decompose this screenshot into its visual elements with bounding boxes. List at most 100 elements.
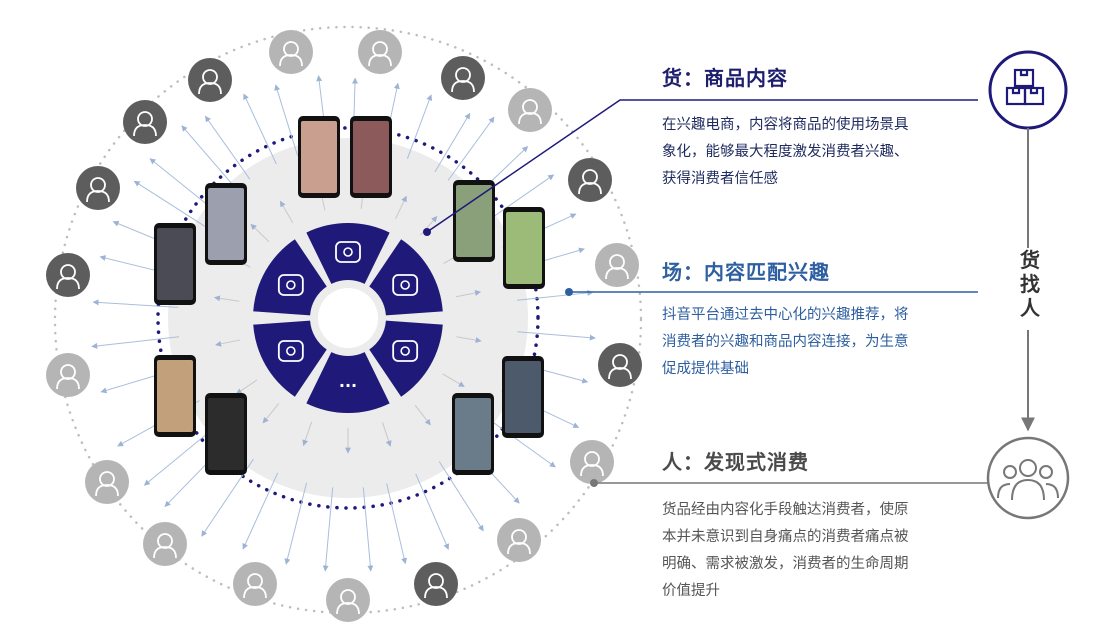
consumer-avatar-icon bbox=[123, 100, 167, 144]
connector-lines bbox=[423, 99, 990, 487]
consumer-avatar-icon bbox=[497, 518, 541, 562]
inner-arrow bbox=[279, 200, 294, 224]
right-flow bbox=[986, 50, 1070, 520]
recommendation-arrow bbox=[91, 336, 180, 349]
goods-description: 在兴趣电商，内容将商品的使用场景具 象化，能够最大程度激发消费者兴趣、 获得消费… bbox=[662, 112, 972, 193]
content-phone bbox=[205, 183, 247, 265]
people-title: 人：发现式消费 bbox=[662, 450, 809, 474]
category-segment-more bbox=[306, 352, 390, 414]
category-wheel bbox=[253, 223, 443, 414]
people-line: 价值提升 bbox=[662, 583, 720, 599]
inner-arrow bbox=[213, 295, 240, 302]
consumer-avatar-icon bbox=[568, 158, 612, 202]
goods-find-people-label: 货 找 人 bbox=[1010, 248, 1050, 320]
inner-arrow bbox=[456, 336, 482, 344]
category-segment-game bbox=[369, 320, 443, 397]
consumer-avatar-icon bbox=[441, 56, 485, 100]
consumer-avatar-icon bbox=[358, 30, 402, 74]
consumer-avatar-icon bbox=[570, 440, 614, 484]
pet-icon bbox=[277, 340, 304, 362]
recommendation-arrow bbox=[485, 416, 556, 468]
gamepad-icon bbox=[392, 340, 419, 362]
inner-arrow bbox=[414, 404, 431, 426]
inner-arrow bbox=[302, 421, 313, 447]
category-segment-fashion bbox=[253, 239, 327, 316]
outer-dotted-ring bbox=[53, 25, 643, 615]
recommendation-arrow bbox=[362, 487, 374, 572]
field-line: 消费者的兴趣和商品内容连接，为生意 bbox=[662, 334, 909, 350]
recommendation-arrow bbox=[487, 174, 555, 222]
recommendation-arrow bbox=[92, 299, 179, 308]
product-boxes-icon bbox=[988, 50, 1068, 130]
more-label: ... bbox=[338, 372, 358, 391]
recommendation-arrow bbox=[284, 482, 308, 565]
recommendation-arrow bbox=[438, 461, 484, 532]
wheel-center bbox=[318, 288, 378, 348]
consumer-avatar-icon bbox=[143, 522, 187, 566]
consumer-avatar-icon bbox=[269, 30, 313, 74]
content-phones bbox=[154, 116, 545, 475]
recommendation-arrow bbox=[133, 180, 206, 227]
consumer-avatar-icon bbox=[188, 58, 232, 102]
consumer-avatar-icon bbox=[85, 460, 129, 504]
category-segment-food bbox=[369, 239, 443, 316]
recommendation-arrow bbox=[274, 84, 299, 156]
category-segment-beauty bbox=[306, 223, 390, 284]
recommendation-arrow bbox=[415, 473, 450, 550]
content-phone bbox=[154, 355, 196, 437]
inner-arrow bbox=[235, 379, 258, 395]
recommendation-arrow bbox=[406, 94, 433, 159]
recommendation-arrow bbox=[447, 116, 495, 181]
field-line: 抖音平台通过去中心化的兴趣推荐，将 bbox=[662, 307, 909, 323]
recommendation-arrow bbox=[242, 472, 279, 550]
content-phone bbox=[452, 393, 494, 475]
consumer-avatar-icon bbox=[508, 88, 552, 132]
inner-arrow bbox=[395, 195, 407, 220]
consumer-avatar-icon bbox=[598, 343, 642, 387]
recommendation-arrow bbox=[204, 115, 251, 180]
people-line: 本并未意识到自身痛点的消费者痛点被 bbox=[662, 529, 909, 545]
content-phone bbox=[502, 356, 544, 438]
vlabel-char: 找 bbox=[1020, 272, 1040, 296]
people-line: 明确、需求被激发，消费者的生命周期 bbox=[662, 556, 909, 572]
consumer-avatar-icon bbox=[414, 562, 458, 606]
consumer-group-icon bbox=[986, 436, 1070, 520]
consumer-avatar-icon bbox=[595, 243, 639, 287]
people-line: 货品经由内容化手段触达消费者，使原 bbox=[662, 502, 909, 518]
recommendation-arrow bbox=[517, 331, 596, 341]
content-phone bbox=[350, 116, 392, 198]
people-description: 货品经由内容化手段触达消费者，使原 本并未意识到自身痛点的消费者痛点被 明确、需… bbox=[662, 497, 972, 605]
content-phone bbox=[298, 116, 340, 198]
vlabel-char: 人 bbox=[1020, 296, 1040, 320]
recommendation-arrow bbox=[386, 483, 408, 565]
tableware-icon bbox=[392, 274, 419, 296]
recommendation-arrow bbox=[322, 487, 334, 572]
inner-arrow bbox=[455, 290, 482, 298]
goods-line: 象化，能够最大程度激发消费者兴趣、 bbox=[662, 144, 909, 160]
consumer-avatar-icon bbox=[76, 166, 120, 210]
content-phone bbox=[205, 393, 247, 475]
cosmetics-icon bbox=[335, 241, 361, 263]
field-line: 促成提供基础 bbox=[662, 361, 749, 377]
consumer-avatar-icon bbox=[46, 353, 90, 397]
inner-arrow bbox=[382, 422, 392, 447]
inner-dotted-ring bbox=[156, 126, 540, 510]
field-description: 抖音平台通过去中心化的兴趣推荐，将 消费者的兴趣和商品内容连接，为生意 促成提供… bbox=[662, 302, 972, 383]
recommendation-arrow bbox=[181, 125, 238, 190]
inner-arrow bbox=[442, 373, 465, 388]
content-phone bbox=[453, 180, 495, 262]
consumer-avatar-icon bbox=[46, 253, 90, 297]
recommendation-arrow bbox=[243, 93, 277, 165]
content-phone bbox=[154, 223, 196, 305]
recommendation-arrow bbox=[517, 289, 594, 301]
consumer-avatars bbox=[46, 30, 642, 622]
consumer-avatar-icon bbox=[326, 578, 370, 622]
content-phone bbox=[503, 207, 545, 289]
field-title: 场：内容匹配兴趣 bbox=[662, 260, 830, 284]
clothing-icon bbox=[277, 274, 304, 296]
consumer-avatar-icon bbox=[233, 562, 277, 606]
category-segment-pets bbox=[253, 320, 327, 397]
vlabel-char: 货 bbox=[1020, 248, 1040, 272]
inner-arrow bbox=[262, 403, 280, 424]
